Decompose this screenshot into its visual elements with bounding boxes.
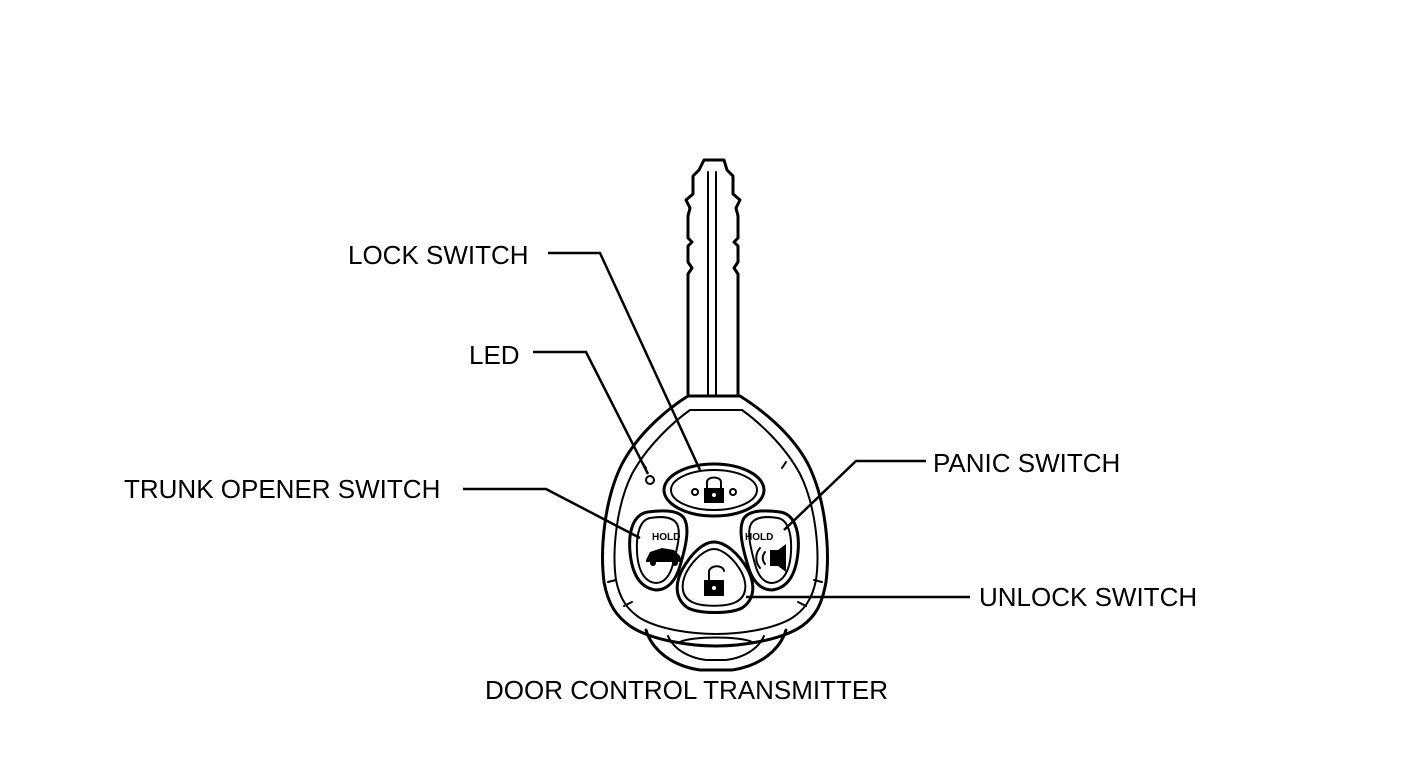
panic-hold-text: HOLD — [745, 532, 773, 543]
led-leader — [533, 350, 650, 475]
lock-switch-label: LOCK SWITCH — [348, 240, 529, 270]
car-trunk-icon — [646, 548, 682, 566]
panic-button[interactable]: HOLD — [739, 509, 800, 592]
trunk-opener-button[interactable]: HOLD — [628, 509, 689, 592]
panic-switch-leader — [783, 459, 926, 531]
trunk-hold-text: HOLD — [652, 532, 680, 543]
led-indicator — [645, 475, 655, 485]
lock-switch-leader — [548, 251, 702, 471]
trunk-opener-leader — [463, 487, 641, 540]
diagram-caption: DOOR CONTROL TRANSMITTER — [485, 675, 888, 705]
key-blade — [684, 158, 742, 398]
trunk-opener-switch-label: TRUNK OPENER SWITCH — [124, 474, 440, 504]
transmitter-head — [601, 394, 829, 672]
lock-icon — [704, 476, 724, 503]
unlock-switch-label: UNLOCK SWITCH — [979, 582, 1197, 612]
horn-icon — [755, 544, 786, 572]
unlock-button[interactable] — [675, 540, 755, 614]
lock-button[interactable] — [662, 462, 766, 518]
unlock-icon — [704, 565, 725, 596]
panic-switch-label: PANIC SWITCH — [933, 448, 1120, 478]
led-label: LED — [469, 340, 520, 370]
